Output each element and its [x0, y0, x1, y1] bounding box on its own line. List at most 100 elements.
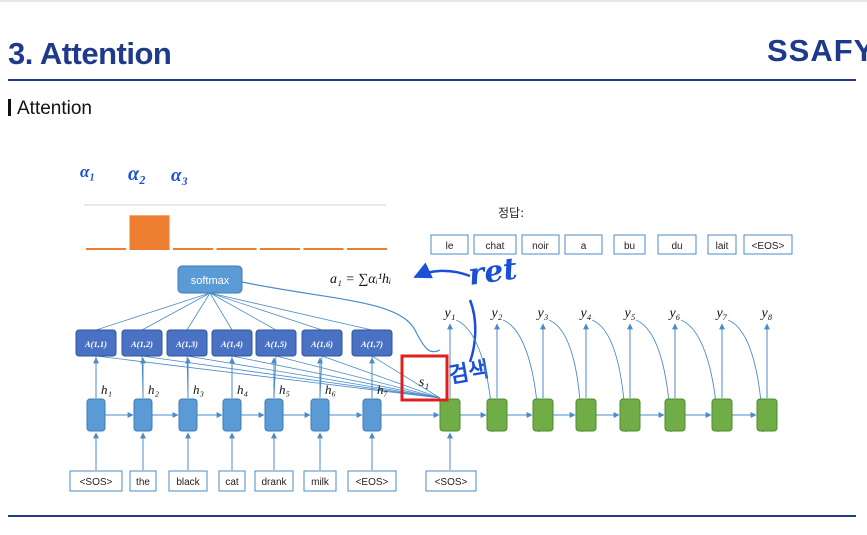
hidden-state-label: h₆: [325, 382, 336, 397]
alpha-3-label: α₃: [171, 165, 188, 186]
attention-bar-1: [86, 248, 126, 250]
title-divider: [8, 79, 856, 81]
encoder-cell: [178, 398, 198, 432]
decoder-attention-link: [371, 355, 441, 399]
hidden-state-label: h₁: [101, 382, 112, 397]
hidden-state-label: h₃: [193, 382, 204, 397]
answer-word: a: [581, 241, 587, 252]
decoder-output-label: y₁: [442, 306, 455, 321]
decoder-attention-link: [141, 355, 441, 399]
encoder-input-word: cat: [225, 477, 239, 488]
decoder-output-label: y₅: [622, 306, 635, 321]
encoder-input-box: [129, 470, 157, 492]
answer-word-box: [473, 234, 517, 255]
attention-node: [301, 329, 343, 357]
answer-word: <EOS>: [752, 241, 785, 252]
attention-node-label: A(1,2): [130, 339, 153, 349]
encoder-input-word: drank: [261, 477, 287, 488]
attention-node: [211, 329, 253, 357]
decoder-output-label: y₈: [759, 306, 772, 321]
decoder-cell: [619, 398, 641, 432]
answer-word-box: [613, 234, 646, 255]
softmax-link: [209, 292, 277, 331]
encoder-input-box: [69, 470, 123, 492]
attention-node-label: A(1,5): [264, 339, 287, 349]
answer-word-box: [521, 234, 560, 255]
attention-weight-bars: [86, 215, 387, 250]
attention-node-label: A(1,4): [220, 339, 243, 349]
encoder-rnn: h₁<SOS>h₂theh₃blackh₄cath₅drankh₆milkh₇<…: [69, 357, 397, 492]
attention-bar-2: [129, 215, 170, 250]
encoder-cell: [310, 398, 330, 432]
decoder-output-label: y₂: [489, 306, 502, 321]
decoder-attention-link: [321, 355, 441, 399]
heading-bar: [8, 99, 11, 116]
attention-node: [75, 329, 117, 357]
encoder-cell: [222, 398, 242, 432]
decoder-output-label: y₃: [535, 306, 548, 321]
handwritten-korean-note: 검색: [447, 357, 491, 389]
hidden-state-label: h₄: [237, 382, 249, 397]
decoder-cell: [664, 398, 686, 432]
encoder-cell: [133, 398, 153, 432]
section-heading: Attention: [8, 98, 92, 120]
encoder-cell: [362, 398, 382, 432]
attention-bar-7: [347, 248, 387, 250]
answer-word: le: [446, 241, 454, 252]
decoder-output-label: y₄: [578, 306, 591, 321]
answer-word-box: [564, 234, 603, 255]
answer-word: noir: [532, 241, 549, 252]
decoder-cell: [756, 398, 778, 432]
handwritten-ret: ret: [466, 251, 519, 292]
attention-bar-4: [216, 248, 257, 250]
softmax-link: [95, 292, 211, 331]
encoder-input-word: the: [136, 477, 150, 488]
answer-word-box: [657, 234, 697, 255]
softmax-link: [186, 292, 211, 331]
handwritten-connector: [468, 299, 477, 363]
softmax-link: [209, 292, 323, 331]
attention-node-label: A(1,1): [84, 339, 107, 349]
alpha-1-label: α₁: [80, 162, 95, 181]
decoder-cell: [486, 398, 508, 432]
encoder-input-box: [303, 470, 337, 492]
decoder-cell: [439, 398, 461, 432]
softmax-to-decoder-curve: [241, 281, 441, 353]
answer-word-box: [707, 234, 737, 255]
ssafy-logo: SSAFY: [767, 33, 867, 68]
hidden-state-label: h₂: [148, 382, 160, 397]
attention-bar-3: [173, 248, 213, 250]
context-vector-formula: a₁ = ∑αᵢ¹hᵢ: [330, 272, 391, 287]
answer-word: du: [671, 241, 682, 252]
decoder-attention-link: [275, 355, 441, 399]
answer-word: chat: [486, 241, 505, 252]
softmax-link: [141, 292, 211, 331]
attention-node: [166, 329, 208, 357]
decoder-state-highlight: [400, 354, 449, 402]
encoder-input-box: [218, 470, 246, 492]
decoder-cell: [532, 398, 554, 432]
attention-node: [351, 329, 393, 357]
attention-bar-6: [303, 248, 344, 250]
decoder-output-label: y₇: [714, 306, 727, 321]
softmax-link: [209, 292, 233, 331]
answer-word-box: [743, 234, 793, 255]
attention-node: [255, 329, 297, 357]
attention-node-label: A(1,6): [310, 339, 333, 349]
decoder-input-word: <SOS>: [435, 477, 468, 488]
softmax-label: softmax: [191, 275, 230, 287]
encoder-input-word: black: [176, 477, 200, 488]
answer-label: 정답:: [498, 206, 524, 220]
decoder-rnn: y₁ y₂ y₃ y₄ y₅ y₆ y₇ y₈ <SOS>: [381, 306, 778, 492]
softmax-link: [209, 292, 373, 331]
decoder-attention-link: [95, 355, 441, 399]
ret-arrow: [413, 262, 471, 279]
decoder-output-label: y₆: [667, 306, 680, 321]
answer-word-box: [430, 234, 469, 255]
encoder-input-word: milk: [311, 477, 330, 488]
alpha-2-label: α₂: [128, 163, 146, 185]
decoder-attention-link: [231, 355, 441, 399]
encoder-cell: [86, 398, 106, 432]
hidden-state-label: h₇: [377, 382, 389, 397]
